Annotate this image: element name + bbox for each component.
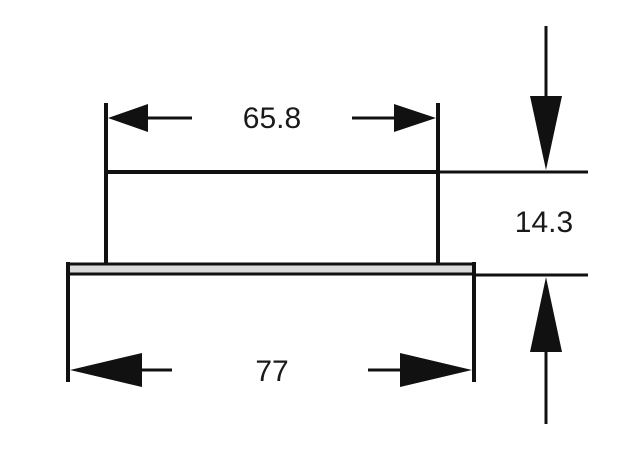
upper-body [104,103,440,268]
base-plate-rim [66,262,476,276]
bottom-width-dimension: 77 [70,353,472,388]
top-width-left-arrow-icon [108,104,148,132]
top-width-dimension: 65.8 [108,102,436,135]
base-plate [66,262,476,382]
height-label: 14.3 [515,206,573,239]
bottom-width-right-arrow-icon [400,353,472,387]
height-top-arrow-icon [530,96,562,170]
height-bottom-arrow-icon [530,277,562,352]
height-dimension: 14.3 [440,26,588,424]
top-width-label: 65.8 [243,102,301,135]
top-width-right-arrow-icon [394,104,436,132]
bottom-width-label: 77 [255,355,288,388]
bottom-width-left-arrow-icon [70,353,142,387]
